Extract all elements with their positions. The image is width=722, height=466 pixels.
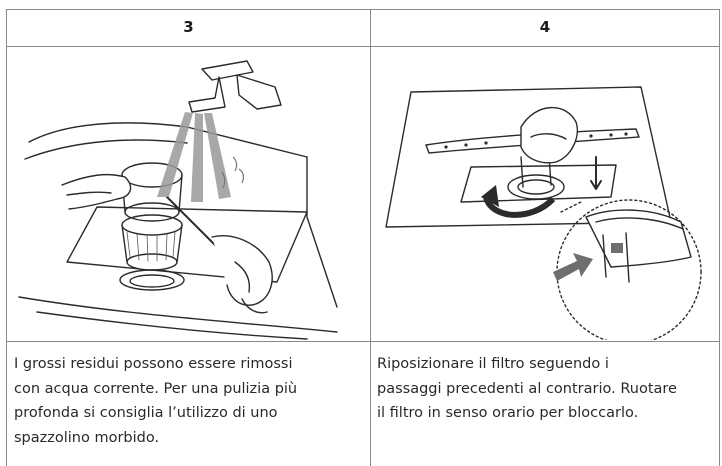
table-top-border	[6, 9, 720, 10]
step-3-number: 3	[183, 18, 194, 36]
step-4-number: 4	[539, 18, 551, 36]
step-3-description: I grossi residui possono essere rimossi …	[14, 356, 298, 446]
table-right-border	[719, 9, 720, 466]
column-divider	[370, 9, 371, 466]
step-3-illustration	[7, 47, 370, 340]
table-left-border	[6, 9, 7, 466]
step-4-description: Riposizionare il filtro seguendo i passa…	[377, 356, 677, 421]
image-text-divider	[6, 341, 720, 342]
step-4-illustration	[371, 47, 719, 340]
header-divider	[6, 46, 720, 47]
